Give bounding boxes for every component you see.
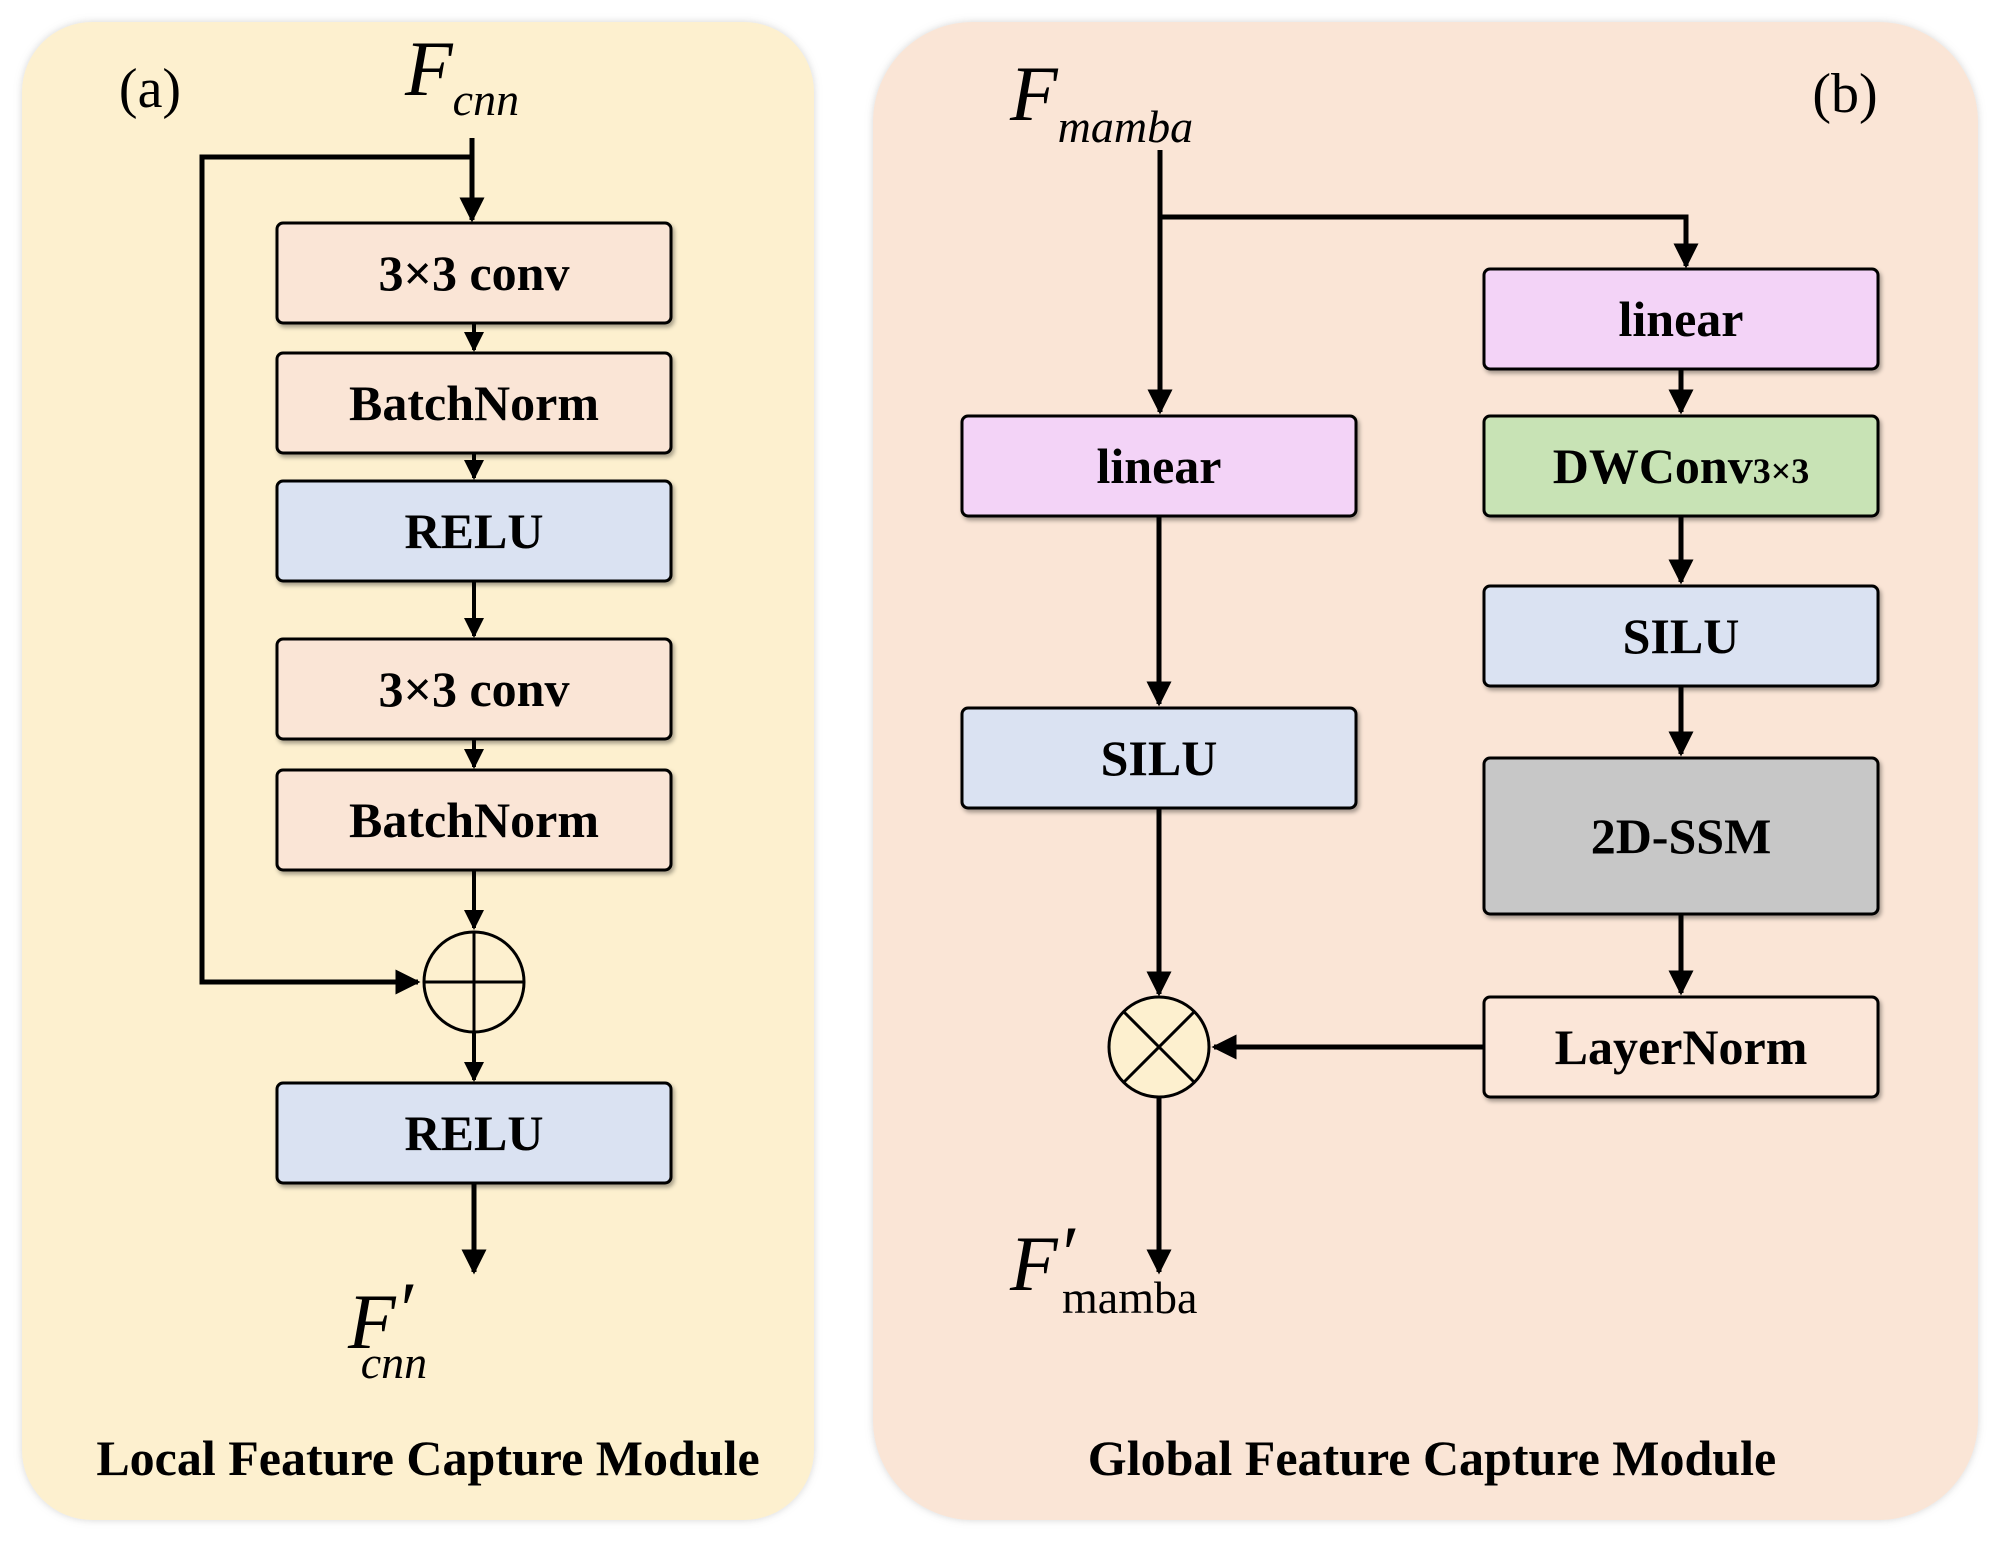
block-layernorm-label: LayerNorm — [1555, 1019, 1808, 1075]
block-right-silu-label: SILU — [1623, 608, 1740, 664]
block-2d-ssm: 2D-SSM — [1482, 756, 1880, 916]
block-right-silu: SILU — [1482, 584, 1880, 688]
block-dwconv-label: DWConv3×3 — [1553, 438, 1810, 494]
block-conv-1-label: 3×3 conv — [379, 245, 570, 301]
multiply-operator — [1107, 995, 1211, 1099]
panel-global-feature-capture: (b) Fmamba linear SILU linear DWConv3 — [873, 22, 1978, 1520]
block-relu-1-label: RELU — [405, 503, 544, 559]
block-left-silu-label: SILU — [1101, 730, 1218, 786]
arrow-input-to-right-linear — [1160, 214, 1699, 269]
block-conv-1: 3×3 conv — [275, 221, 673, 325]
block-relu-1: RELU — [275, 479, 673, 583]
panel-local-feature-capture: (a) Fcnn 3×3 conv BatchNorm RELU 3×3 con… — [22, 22, 814, 1520]
block-dwconv: DWConv3×3 — [1482, 414, 1880, 518]
block-batchnorm-1-label: BatchNorm — [349, 375, 599, 431]
block-2d-ssm-label: 2D-SSM — [1591, 808, 1772, 864]
panel-b-caption: Global Feature Capture Module — [1088, 1430, 1776, 1486]
block-batchnorm-2-label: BatchNorm — [349, 792, 599, 848]
panel-b-input-symbol: Fmamba — [1009, 50, 1193, 152]
block-conv-2-label: 3×3 conv — [379, 661, 570, 717]
block-right-linear-label: linear — [1619, 291, 1744, 347]
block-layernorm: LayerNorm — [1482, 995, 1880, 1099]
block-conv-2: 3×3 conv — [275, 637, 673, 741]
block-left-linear-label: linear — [1097, 438, 1222, 494]
panel-a-caption: Local Feature Capture Module — [96, 1430, 759, 1486]
panel-b-label: (b) — [1812, 63, 1877, 125]
panel-a-label: (a) — [119, 58, 181, 120]
block-relu-2-label: RELU — [405, 1105, 544, 1161]
panel-a-input-symbol: Fcnn — [404, 25, 519, 125]
panel-a-output-symbol: F′cnn — [347, 1266, 427, 1388]
block-right-linear: linear — [1482, 267, 1880, 371]
panel-b-output-symbol: F′ — [1009, 1210, 1077, 1307]
block-batchnorm-1: BatchNorm — [275, 351, 673, 455]
block-batchnorm-2: BatchNorm — [275, 768, 673, 872]
block-left-linear: linear — [960, 414, 1358, 518]
add-operator — [422, 930, 526, 1034]
panel-b-output-subscript: mamba — [1062, 1272, 1197, 1323]
block-left-silu: SILU — [960, 706, 1358, 810]
block-relu-2: RELU — [275, 1081, 673, 1185]
